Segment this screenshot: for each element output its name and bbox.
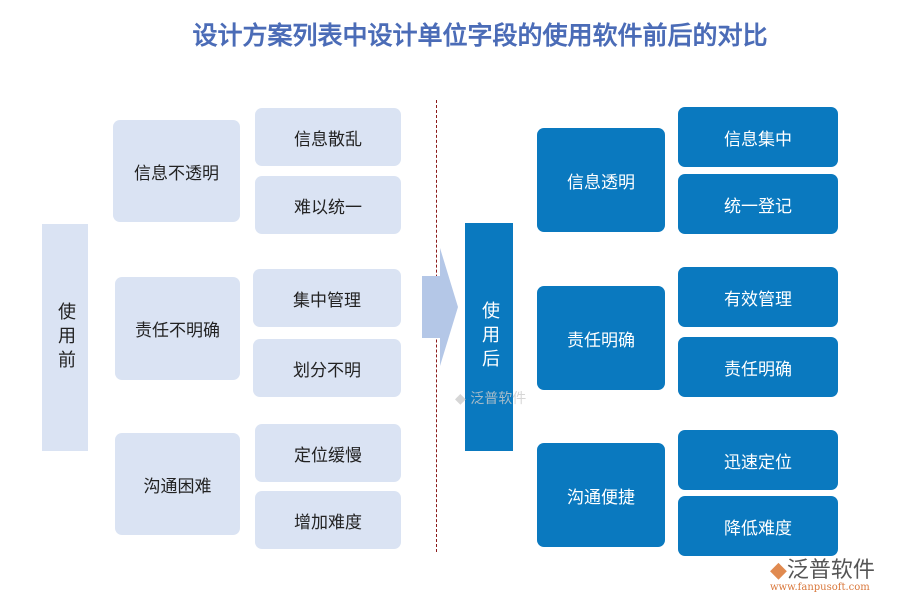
before-item: 难以统一 bbox=[255, 176, 401, 234]
after-group-3: 沟通便捷 bbox=[537, 443, 665, 547]
logo: ◆泛普软件 www.fanpusoft.com bbox=[770, 552, 875, 593]
after-item: 降低难度 bbox=[678, 496, 838, 556]
logo-icon: ◆ bbox=[770, 558, 787, 583]
page-title: 设计方案列表中设计单位字段的使用软件前后的对比 bbox=[192, 21, 768, 50]
before-item: 定位缓慢 bbox=[255, 424, 401, 482]
before-group-1: 信息不透明 bbox=[113, 120, 240, 222]
after-group-1: 信息透明 bbox=[537, 128, 665, 232]
arrow-right-icon bbox=[422, 248, 458, 366]
before-item: 划分不明 bbox=[253, 339, 401, 397]
after-item: 信息集中 bbox=[678, 107, 838, 167]
after-item: 有效管理 bbox=[678, 267, 838, 327]
before-label: 使用前 bbox=[42, 224, 88, 451]
after-item: 统一登记 bbox=[678, 174, 838, 234]
after-item: 迅速定位 bbox=[678, 430, 838, 490]
before-group-3: 沟通困难 bbox=[115, 433, 240, 535]
before-group-2: 责任不明确 bbox=[115, 277, 240, 380]
before-item: 增加难度 bbox=[255, 491, 401, 549]
before-item: 集中管理 bbox=[253, 269, 401, 327]
after-group-2: 责任明确 bbox=[537, 286, 665, 390]
logo-name: 泛普软件 bbox=[786, 558, 875, 583]
watermark: ◆ 泛普软件 bbox=[455, 391, 527, 407]
before-item: 信息散乱 bbox=[255, 108, 401, 166]
after-item: 责任明确 bbox=[678, 337, 838, 397]
after-label: 使用后 bbox=[465, 223, 513, 451]
logo-url: www.fanpusoft.com bbox=[770, 582, 870, 593]
